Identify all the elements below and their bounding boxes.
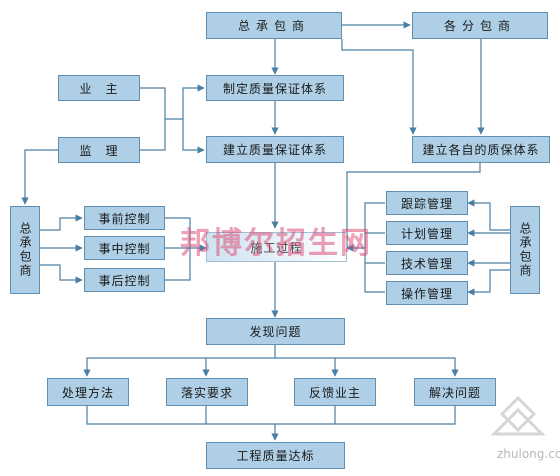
quality-target-box: 工程质量达标 bbox=[206, 442, 345, 469]
zhulong-logo-icon bbox=[490, 395, 546, 436]
general-contractor-box: 总承包商 bbox=[206, 12, 342, 39]
connector bbox=[467, 199, 510, 231]
connector bbox=[40, 264, 83, 284]
connector bbox=[335, 357, 459, 377]
connector bbox=[275, 357, 339, 377]
implement-requirements-box: 落实要求 bbox=[166, 378, 248, 406]
connector bbox=[346, 162, 481, 248]
connector bbox=[83, 345, 276, 377]
connector bbox=[165, 248, 191, 281]
connector bbox=[467, 269, 510, 296]
connector bbox=[165, 84, 205, 120]
general-contractor-right-box: 总承包商 bbox=[510, 206, 540, 294]
operation-mgmt-box: 操作管理 bbox=[386, 281, 468, 305]
connector bbox=[182, 119, 205, 154]
connector bbox=[341, 39, 417, 135]
post-control-box: 事后控制 bbox=[84, 268, 165, 292]
find-problems-box: 发现问题 bbox=[206, 318, 345, 345]
supervisor-box: 监 理 bbox=[58, 137, 140, 163]
establish-sub-qa-box: 建立各自的质保体系 bbox=[412, 136, 550, 163]
connector bbox=[40, 214, 83, 231]
plan-mgmt-box: 计划管理 bbox=[386, 221, 468, 245]
handling-method-box: 处理方法 bbox=[47, 378, 129, 406]
mid-control-box: 事中控制 bbox=[84, 236, 165, 260]
owner-box: 业 主 bbox=[58, 75, 140, 101]
establish-qa-box: 建立质量保证体系 bbox=[206, 136, 344, 163]
subcontractors-box: 各分包商 bbox=[412, 12, 548, 39]
solve-problems-box: 解决问题 bbox=[414, 378, 496, 406]
connector bbox=[21, 149, 58, 205]
connector bbox=[140, 87, 166, 151]
connector bbox=[86, 406, 456, 425]
connector bbox=[165, 217, 191, 248]
tracking-mgmt-box: 跟踪管理 bbox=[386, 191, 468, 215]
zhulong-watermark-text: zhulong.com bbox=[497, 447, 560, 461]
construction-process-box: 施工过程 bbox=[206, 232, 347, 262]
formulate-qa-box: 制定质量保证体系 bbox=[206, 75, 344, 101]
feedback-owner-box: 反馈业主 bbox=[294, 378, 376, 406]
pre-control-box: 事前控制 bbox=[84, 206, 165, 230]
tech-mgmt-box: 技术管理 bbox=[386, 251, 468, 275]
connector bbox=[364, 202, 385, 293]
general-contractor-left-box: 总承包商 bbox=[10, 206, 40, 294]
